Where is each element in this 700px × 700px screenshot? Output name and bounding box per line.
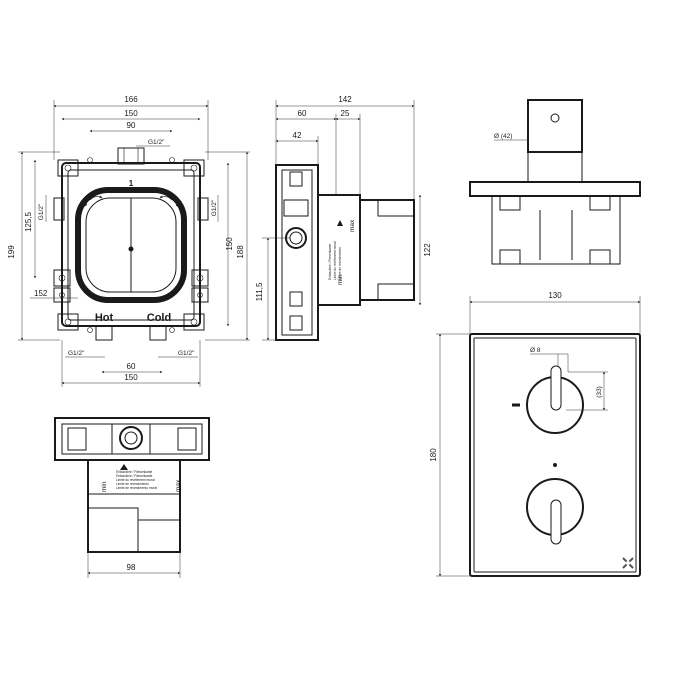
dim-depth-60: 60: [298, 109, 307, 118]
top-info-line-5: Limite de revestimento mural: [116, 486, 157, 490]
dim-height-125: 125,5: [24, 211, 33, 232]
side-min-label: min: [337, 274, 344, 285]
dim-width-150-top: 150: [124, 109, 138, 118]
dim-depth-25: 25: [341, 109, 350, 118]
top-info-line-2: Einbaulinie / Fliesenkante: [116, 474, 153, 478]
cold-label: Cold: [147, 312, 171, 324]
dim-width-90: 90: [127, 121, 136, 130]
top-info-line-3: Limite du revêtement mural: [116, 478, 155, 482]
dim-g-bottom-right: G1/2": [178, 350, 195, 357]
side-frame: [275, 164, 319, 341]
top-info-line-1: Einbaulinie / Fliesenkante: [116, 470, 153, 474]
plate-side-view: Ø (42): [469, 99, 641, 265]
dim-height-122: 122: [423, 243, 432, 257]
side-valve-body: min max Einbaulinie / Fliesenkante Limit…: [317, 194, 415, 306]
dim-plate-height-180: 180: [429, 448, 438, 462]
dim-depth-142: 142: [338, 95, 352, 104]
top-valve-body: min max Einbaulinie / Fliesenkante Einba…: [87, 459, 182, 553]
plate-front-dimensions: 130 180 Ø 8 (33): [429, 291, 641, 577]
side-info-line-1: Einbaulinie / Fliesenkante: [328, 243, 332, 280]
dim-width-152: 152: [34, 289, 48, 298]
side-view-dimensions: 142 60 25 42 122 111,5: [255, 95, 432, 341]
plate-front-view: 130 180 Ø 8 (33): [429, 291, 641, 577]
dim-height-188: 188: [236, 245, 245, 259]
dim-width-150-bottom: 150: [124, 373, 138, 382]
dim-g-right: G1/2": [211, 199, 218, 216]
front-view-dimensions: 166 150 90 G1/2" 199 125,5 G1/2" G1/2" 1…: [7, 95, 250, 387]
dim-width-166: 166: [124, 95, 138, 104]
port-label-3: 3: [83, 199, 88, 208]
hot-label: Hot: [95, 312, 114, 324]
dim-width-98: 98: [127, 563, 136, 572]
side-info-line-3: Limite de revestimiento: [338, 247, 342, 280]
top-info-line-4: Limite de revestimiento: [116, 482, 149, 486]
dim-height-111: 111,5: [255, 282, 264, 301]
dim-lever-33: (33): [596, 386, 603, 398]
port-label-2: 2: [176, 199, 181, 208]
flow-knob: [526, 478, 584, 545]
top-max-label: max: [175, 479, 182, 492]
dim-g-bottom-left: G1/2": [68, 350, 85, 357]
port-label-1: 1: [129, 179, 134, 188]
top-frame: [54, 417, 210, 461]
top-min-label: min: [101, 481, 108, 492]
front-view: 166 150 90 G1/2" 199 125,5 G1/2" G1/2" 1…: [7, 95, 250, 387]
side-info-line-2: Limite du revêtement mural: [333, 241, 337, 280]
dim-g-left: G1/2": [38, 203, 45, 220]
mounting-frame: [53, 147, 209, 341]
top-view-dimensions: 98: [87, 552, 181, 578]
temperature-knob: [512, 365, 584, 434]
side-max-label: max: [349, 219, 356, 232]
side-view: 142 60 25 42 122 111,5: [255, 95, 432, 341]
dim-plate-width-130: 130: [548, 291, 562, 300]
dim-width-60: 60: [127, 362, 136, 371]
dim-depth-42: 42: [293, 131, 302, 140]
dim-diameter-42: Ø (42): [494, 133, 512, 140]
top-view: min max Einbaulinie / Fliesenkante Einba…: [54, 417, 210, 578]
dim-g-top: G1/2": [148, 139, 165, 146]
brand-x-icon: [622, 557, 634, 569]
valve-window: [75, 187, 187, 303]
dim-height-199: 199: [7, 245, 16, 259]
dim-diameter-8: Ø 8: [530, 347, 541, 354]
dim-height-150-right: 150: [225, 237, 234, 251]
